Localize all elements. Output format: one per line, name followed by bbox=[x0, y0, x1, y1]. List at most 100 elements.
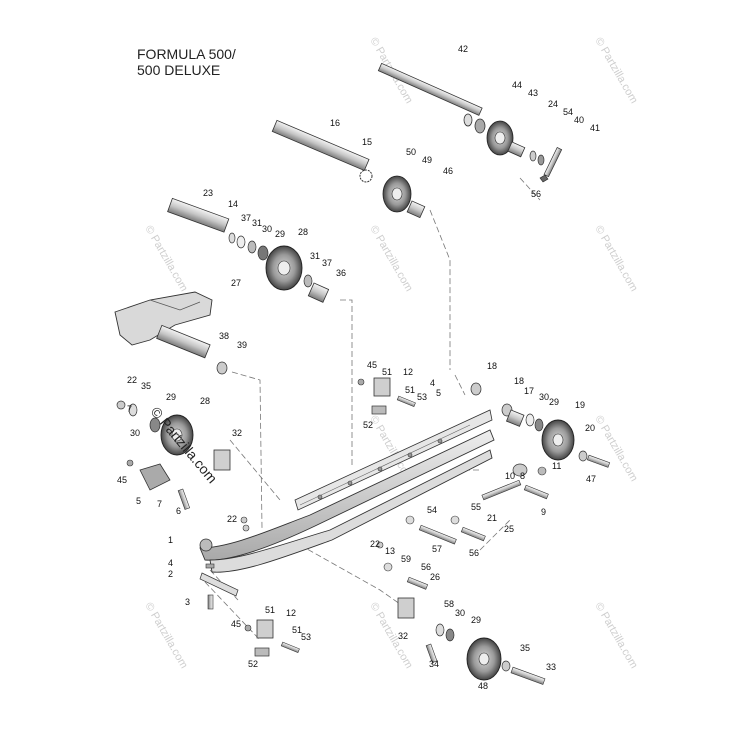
callout-29: 29 bbox=[471, 615, 481, 625]
callout-56: 56 bbox=[469, 548, 479, 558]
callout-10: 10 bbox=[505, 471, 515, 481]
callout-20: 20 bbox=[585, 423, 595, 433]
watermark-group: © Partzilla.com © Partzilla.com © Partzi… bbox=[142, 36, 639, 671]
callout-9: 9 bbox=[541, 507, 546, 517]
callout-31: 31 bbox=[310, 251, 320, 261]
callout-23: 23 bbox=[203, 188, 213, 198]
callout-48: 48 bbox=[478, 681, 488, 691]
callout-7: 7 bbox=[157, 499, 162, 509]
rear-idler-cluster bbox=[470, 382, 611, 468]
callout-52: 52 bbox=[248, 659, 258, 669]
callout-37: 37 bbox=[322, 258, 332, 268]
callout-54: 54 bbox=[427, 505, 437, 515]
callout-47: 47 bbox=[586, 474, 596, 484]
lower-wheel-cluster bbox=[397, 597, 546, 685]
callout-59: 59 bbox=[401, 554, 411, 564]
callout-6: 6 bbox=[176, 506, 181, 516]
callout-52: 52 bbox=[363, 420, 373, 430]
callout-21: 21 bbox=[487, 513, 497, 523]
callout-22: 22 bbox=[227, 514, 237, 524]
callout-46: 46 bbox=[443, 166, 453, 176]
watermark-7: © Partzilla.com bbox=[592, 414, 639, 484]
shaft-16-assembly bbox=[271, 119, 426, 219]
callout-39: 39 bbox=[237, 340, 247, 350]
diagram-title: FORMULA 500/ 500 DELUXE bbox=[137, 46, 236, 78]
callout-32: 32 bbox=[398, 631, 408, 641]
callout-22: 22 bbox=[370, 539, 380, 549]
callout-58: 58 bbox=[444, 599, 454, 609]
callout-50: 50 bbox=[406, 147, 416, 157]
callout-19: 19 bbox=[575, 400, 585, 410]
callout-40: 40 bbox=[574, 115, 584, 125]
callout-2: 2 bbox=[168, 569, 173, 579]
callout-56: 56 bbox=[421, 562, 431, 572]
callout-36: 36 bbox=[336, 268, 346, 278]
callout-51: 51 bbox=[265, 605, 275, 615]
callout-56: 56 bbox=[531, 189, 541, 199]
callout-17: 17 bbox=[524, 386, 534, 396]
bracket-27-assembly bbox=[114, 291, 228, 375]
watermark-10: © Partzilla.com bbox=[592, 601, 639, 671]
watermark-5: © Partzilla.com bbox=[592, 224, 639, 294]
callout-45: 45 bbox=[367, 360, 377, 370]
callout-24: 24 bbox=[548, 99, 558, 109]
watermark-2: © Partzilla.com bbox=[592, 36, 639, 106]
title-line-2: 500 DELUXE bbox=[137, 62, 221, 78]
callout-7: 7 bbox=[127, 404, 132, 414]
callout-53: 53 bbox=[417, 392, 427, 402]
callout-26: 26 bbox=[430, 572, 440, 582]
front-idler-cluster bbox=[116, 400, 231, 510]
callout-29: 29 bbox=[166, 392, 176, 402]
callout-27: 27 bbox=[231, 278, 241, 288]
callout-54: 54 bbox=[563, 107, 573, 117]
callout-32: 32 bbox=[232, 428, 242, 438]
callout-34: 34 bbox=[429, 659, 439, 669]
callout-1: 1 bbox=[168, 535, 173, 545]
callout-51: 51 bbox=[382, 367, 392, 377]
callout-43: 43 bbox=[528, 88, 538, 98]
callout-53: 53 bbox=[301, 632, 311, 642]
watermark-8: © Partzilla.com bbox=[142, 601, 189, 671]
callout-49: 49 bbox=[422, 155, 432, 165]
shaft-23-assembly bbox=[167, 197, 330, 303]
callout-33: 33 bbox=[546, 662, 556, 672]
callout-31: 31 bbox=[252, 218, 262, 228]
callout-42: 42 bbox=[458, 44, 468, 54]
callout-30: 30 bbox=[455, 608, 465, 618]
callout-37: 37 bbox=[241, 213, 251, 223]
callout-30: 30 bbox=[539, 392, 549, 402]
callout-13: 13 bbox=[385, 546, 395, 556]
callout-35: 35 bbox=[520, 643, 530, 653]
watermark-4: © Partzilla.com bbox=[367, 224, 414, 294]
callout-28: 28 bbox=[200, 396, 210, 406]
callout-4: 4 bbox=[430, 378, 435, 388]
callout-35: 35 bbox=[141, 381, 151, 391]
callout-38: 38 bbox=[219, 331, 229, 341]
callout-51: 51 bbox=[292, 625, 302, 635]
callout-15: 15 bbox=[362, 137, 372, 147]
callout-16: 16 bbox=[330, 118, 340, 128]
callout-29: 29 bbox=[275, 229, 285, 239]
callout-51: 51 bbox=[405, 385, 415, 395]
callout-30: 30 bbox=[130, 428, 140, 438]
slide-rails bbox=[199, 409, 495, 573]
callout-12: 12 bbox=[403, 367, 413, 377]
callout-4: 4 bbox=[168, 558, 173, 568]
stopper-block-upper bbox=[357, 377, 416, 415]
title-line-1: FORMULA 500/ bbox=[137, 46, 236, 62]
callout-41: 41 bbox=[590, 123, 600, 133]
callout-25: 25 bbox=[504, 524, 514, 534]
callout-12: 12 bbox=[286, 608, 296, 618]
callout-29: 29 bbox=[549, 397, 559, 407]
callout-45: 45 bbox=[231, 619, 241, 629]
callout-57: 57 bbox=[432, 544, 442, 554]
callout-18: 18 bbox=[514, 376, 524, 386]
callout-5: 5 bbox=[136, 496, 141, 506]
callout-14: 14 bbox=[228, 199, 238, 209]
callout-22: 22 bbox=[127, 375, 137, 385]
shaft-42-assembly bbox=[377, 62, 563, 183]
callout-3: 3 bbox=[185, 597, 190, 607]
